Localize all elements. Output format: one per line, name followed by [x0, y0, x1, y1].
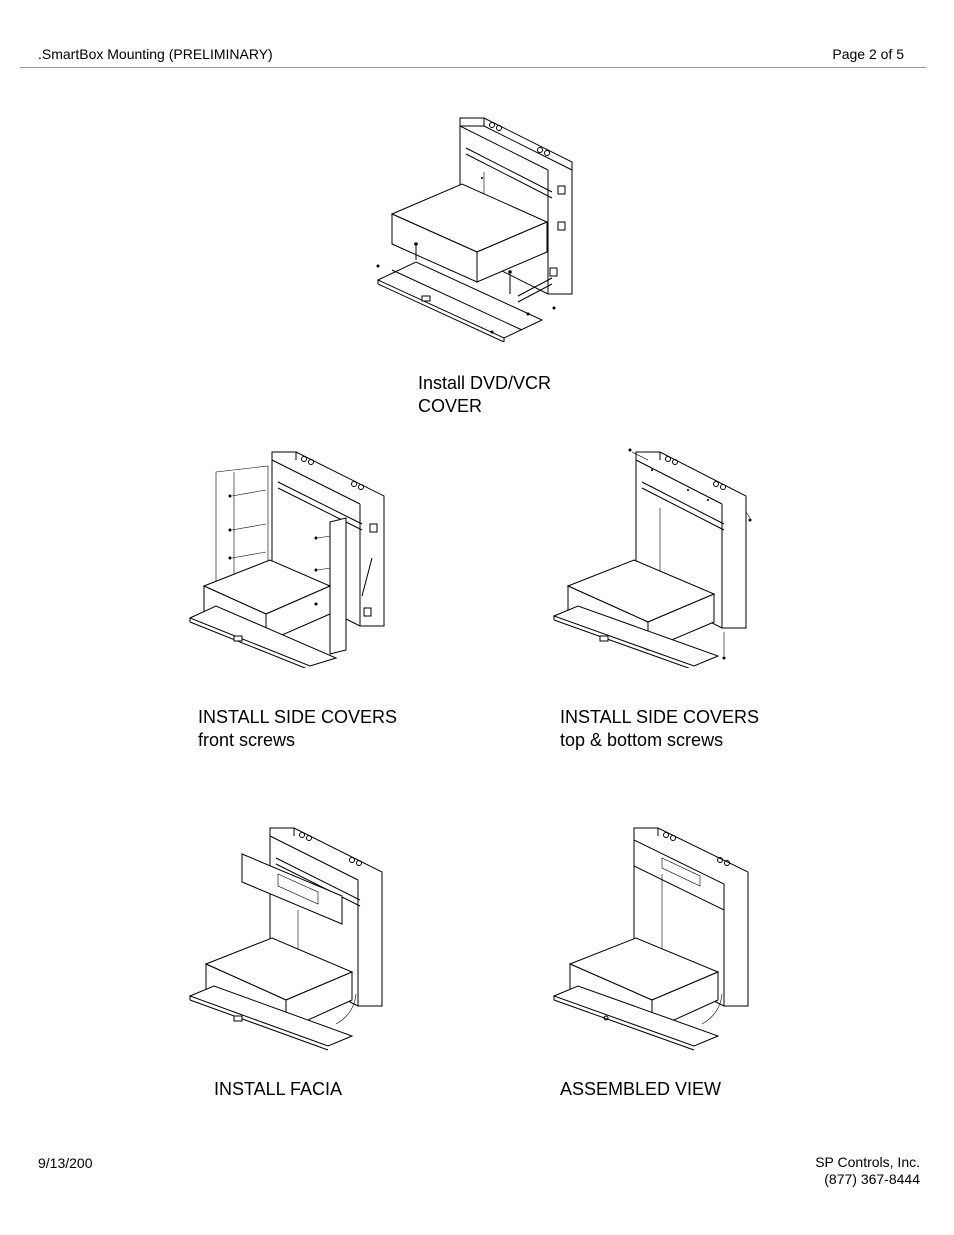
- figure-side-covers-front: [188, 451, 385, 668]
- caption-line: front screws: [198, 730, 296, 750]
- caption-line: INSTALL SIDE COVERS: [560, 707, 760, 727]
- header-divider: [20, 67, 926, 68]
- company-info: SP Controls, Inc. (877) 367-8444: [815, 1154, 920, 1188]
- figure-install-facia: [188, 827, 383, 1051]
- caption-line: top & bottom screws: [560, 730, 724, 750]
- document-title: .SmartBox Mounting (PRELIMINARY): [38, 46, 273, 62]
- caption-dvd-vcr-cover: Install DVD/VCR COVER: [418, 372, 551, 418]
- caption-line: ASSEMBLED VIEW: [560, 1079, 722, 1099]
- caption-line: INSTALL SIDE COVERS: [198, 707, 398, 727]
- caption-install-facia: INSTALL FACIA: [214, 1078, 342, 1101]
- figure-assembled-view: [552, 827, 749, 1051]
- company-name: SP Controls, Inc.: [815, 1154, 920, 1170]
- caption-line: Install DVD/VCR: [418, 373, 552, 393]
- figure-dvd-vcr-cover: [376, 117, 573, 342]
- document-date: 9/13/200: [38, 1155, 93, 1171]
- figure-side-covers-top-bottom: [552, 448, 752, 668]
- caption-line: INSTALL FACIA: [214, 1079, 343, 1099]
- caption-assembled-view: ASSEMBLED VIEW: [560, 1078, 721, 1101]
- company-phone: (877) 367-8444: [824, 1171, 920, 1187]
- page-number: Page 2 of 5: [832, 46, 904, 62]
- caption-line: COVER: [418, 396, 483, 416]
- caption-side-covers-top-bottom: INSTALL SIDE COVERS top & bottom screws: [560, 706, 759, 752]
- caption-side-covers-front: INSTALL SIDE COVERS front screws: [198, 706, 397, 752]
